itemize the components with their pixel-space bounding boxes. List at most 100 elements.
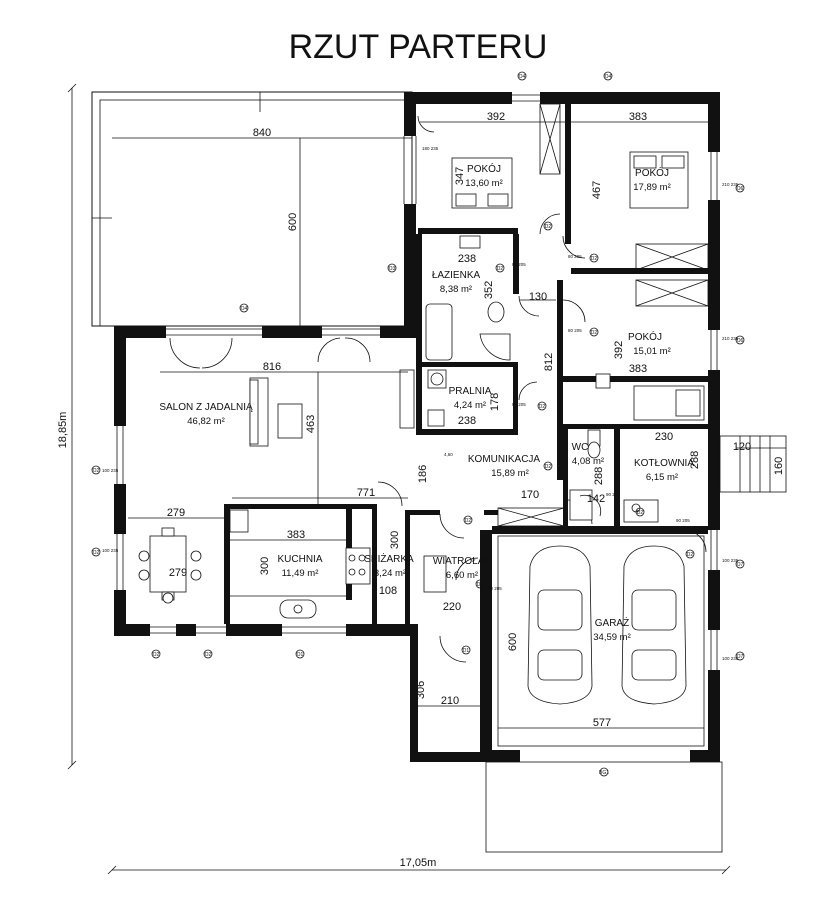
opening-tag: D2	[545, 224, 552, 230]
opening-tag: BG1	[599, 770, 609, 776]
room-area: 15,89 m²	[491, 468, 529, 479]
opening-size: 210 235	[722, 182, 739, 187]
opening-size: 180 235	[422, 146, 439, 151]
bathroom-fixtures	[423, 235, 659, 593]
room-name: POKÓJ	[635, 166, 669, 179]
dim-label: 600	[287, 213, 299, 231]
dim-label: 347	[454, 167, 466, 185]
kitchen-fixtures	[229, 509, 371, 619]
dim-label: 288	[689, 451, 701, 469]
dim-label: 160	[773, 457, 785, 475]
opening-labels: 180 235 210 235 210 235 100 235 100 235 …	[102, 146, 739, 661]
opening-size: 80 205	[512, 402, 526, 407]
dim-label: 279	[169, 567, 187, 579]
dim-label: 210	[441, 695, 459, 707]
room-labels: POKÓJ 13,60 m² POKÓJ 17,89 m² ŁAZIENKA 8…	[159, 162, 694, 643]
dim-label: 170	[521, 489, 539, 501]
room-area: 3,24 m²	[374, 568, 406, 579]
dimension-lines	[112, 121, 786, 729]
room-area: 4,08 m²	[572, 456, 604, 467]
room-area: 34,59 m²	[593, 632, 631, 643]
dim-label: 600	[507, 633, 519, 651]
external-walls	[114, 92, 720, 762]
door-swings	[169, 115, 707, 663]
dim-label: 383	[629, 111, 647, 123]
dim-label: 4,60	[444, 452, 453, 457]
room-name: SALON Z JADALNIĄ	[159, 402, 253, 413]
opening-tags: O4 O4 O6 O6 O7 O7 O2 O2 O2 O2 O1 O4 O3 D…	[91, 71, 745, 777]
room-name: WC	[572, 442, 589, 453]
garage-cars	[485, 507, 723, 853]
opening-tag: D2	[465, 518, 472, 524]
dim-label: 300	[389, 531, 401, 549]
opening-tag: D2	[591, 330, 598, 336]
plan-title: RZUT PARTERU	[289, 28, 548, 66]
dim-label: 186	[417, 465, 429, 483]
room-name: KOMUNIKACJA	[468, 454, 541, 465]
opening-tag: D2	[497, 266, 504, 272]
dim-label: 577	[593, 717, 611, 729]
overall-width: 17,05m	[400, 857, 437, 869]
entrance-steps	[719, 435, 787, 493]
room-area: 4,24 m²	[454, 400, 486, 411]
room-name: PRALNIA	[449, 386, 492, 397]
opening-tag: D2	[545, 464, 552, 470]
dim-label: 130	[529, 291, 547, 303]
opening-size: 100 235	[722, 558, 739, 563]
overall-dimensions: 18,85m 17,05m	[57, 83, 731, 875]
opening-tag: O7	[737, 654, 744, 660]
dim-label: 142	[587, 493, 605, 505]
room-name: ŁAZIENKA	[432, 270, 481, 281]
opening-tag: D2	[637, 510, 644, 516]
dim-label: 220	[443, 601, 461, 613]
opening-tag: O2	[205, 652, 212, 658]
room-area: 6,15 m²	[646, 472, 678, 483]
room-area: 15,01 m²	[633, 346, 671, 357]
dimension-labels: 840 600 392 383 347 467 238 352 130 392 …	[167, 111, 785, 729]
room-name: WIATROŁAP	[433, 556, 491, 567]
opening-tag: D2	[539, 404, 546, 410]
room-area: 13,60 m²	[465, 178, 503, 189]
dim-label: 352	[483, 281, 495, 299]
dim-label: 279	[167, 507, 185, 519]
opening-tag: D2	[591, 256, 598, 262]
dim-label: 383	[629, 363, 647, 375]
opening-tag: O2	[93, 550, 100, 556]
dim-label: 840	[253, 127, 271, 139]
dim-label: 392	[487, 111, 505, 123]
opening-size: 80 205	[512, 262, 526, 267]
dim-label: 812	[543, 353, 555, 371]
room-area: 6,60 m²	[446, 570, 478, 581]
opening-tag: O2	[153, 652, 160, 658]
dim-label: 816	[263, 361, 281, 373]
dim-label: 306	[415, 681, 427, 699]
opening-size: 80 205	[488, 586, 502, 591]
opening-tag: O6	[737, 338, 744, 344]
opening-tag: O1	[297, 652, 304, 658]
room-name: POKÓJ	[467, 162, 501, 175]
windows	[116, 94, 718, 670]
opening-tag: D1	[463, 648, 470, 654]
dim-label: 238	[458, 253, 476, 265]
bedroom-furniture	[451, 103, 709, 421]
room-area: 46,82 m²	[187, 416, 225, 427]
room-name: KUCHNIA	[277, 554, 322, 565]
opening-tag: O4	[519, 74, 526, 80]
dim-label: 771	[357, 487, 375, 499]
dim-label: 383	[287, 529, 305, 541]
opening-size: 90 205	[676, 518, 690, 523]
dim-label: 288	[593, 467, 605, 485]
room-name: SPIŻARKA	[364, 552, 414, 565]
room-area: 8,38 m²	[440, 284, 472, 295]
opening-size: 100 235	[102, 548, 119, 553]
opening-tag: D2	[687, 552, 694, 558]
room-area: 11,49 m²	[282, 568, 319, 579]
dim-label: 120	[733, 441, 751, 453]
dim-label: 463	[305, 415, 317, 433]
room-name: KOTŁOWNIA	[634, 458, 694, 469]
opening-size: 80 205	[568, 254, 582, 259]
dim-label: 392	[613, 341, 625, 359]
internal-walls	[224, 104, 708, 624]
room-area: 17,89 m²	[633, 182, 671, 193]
